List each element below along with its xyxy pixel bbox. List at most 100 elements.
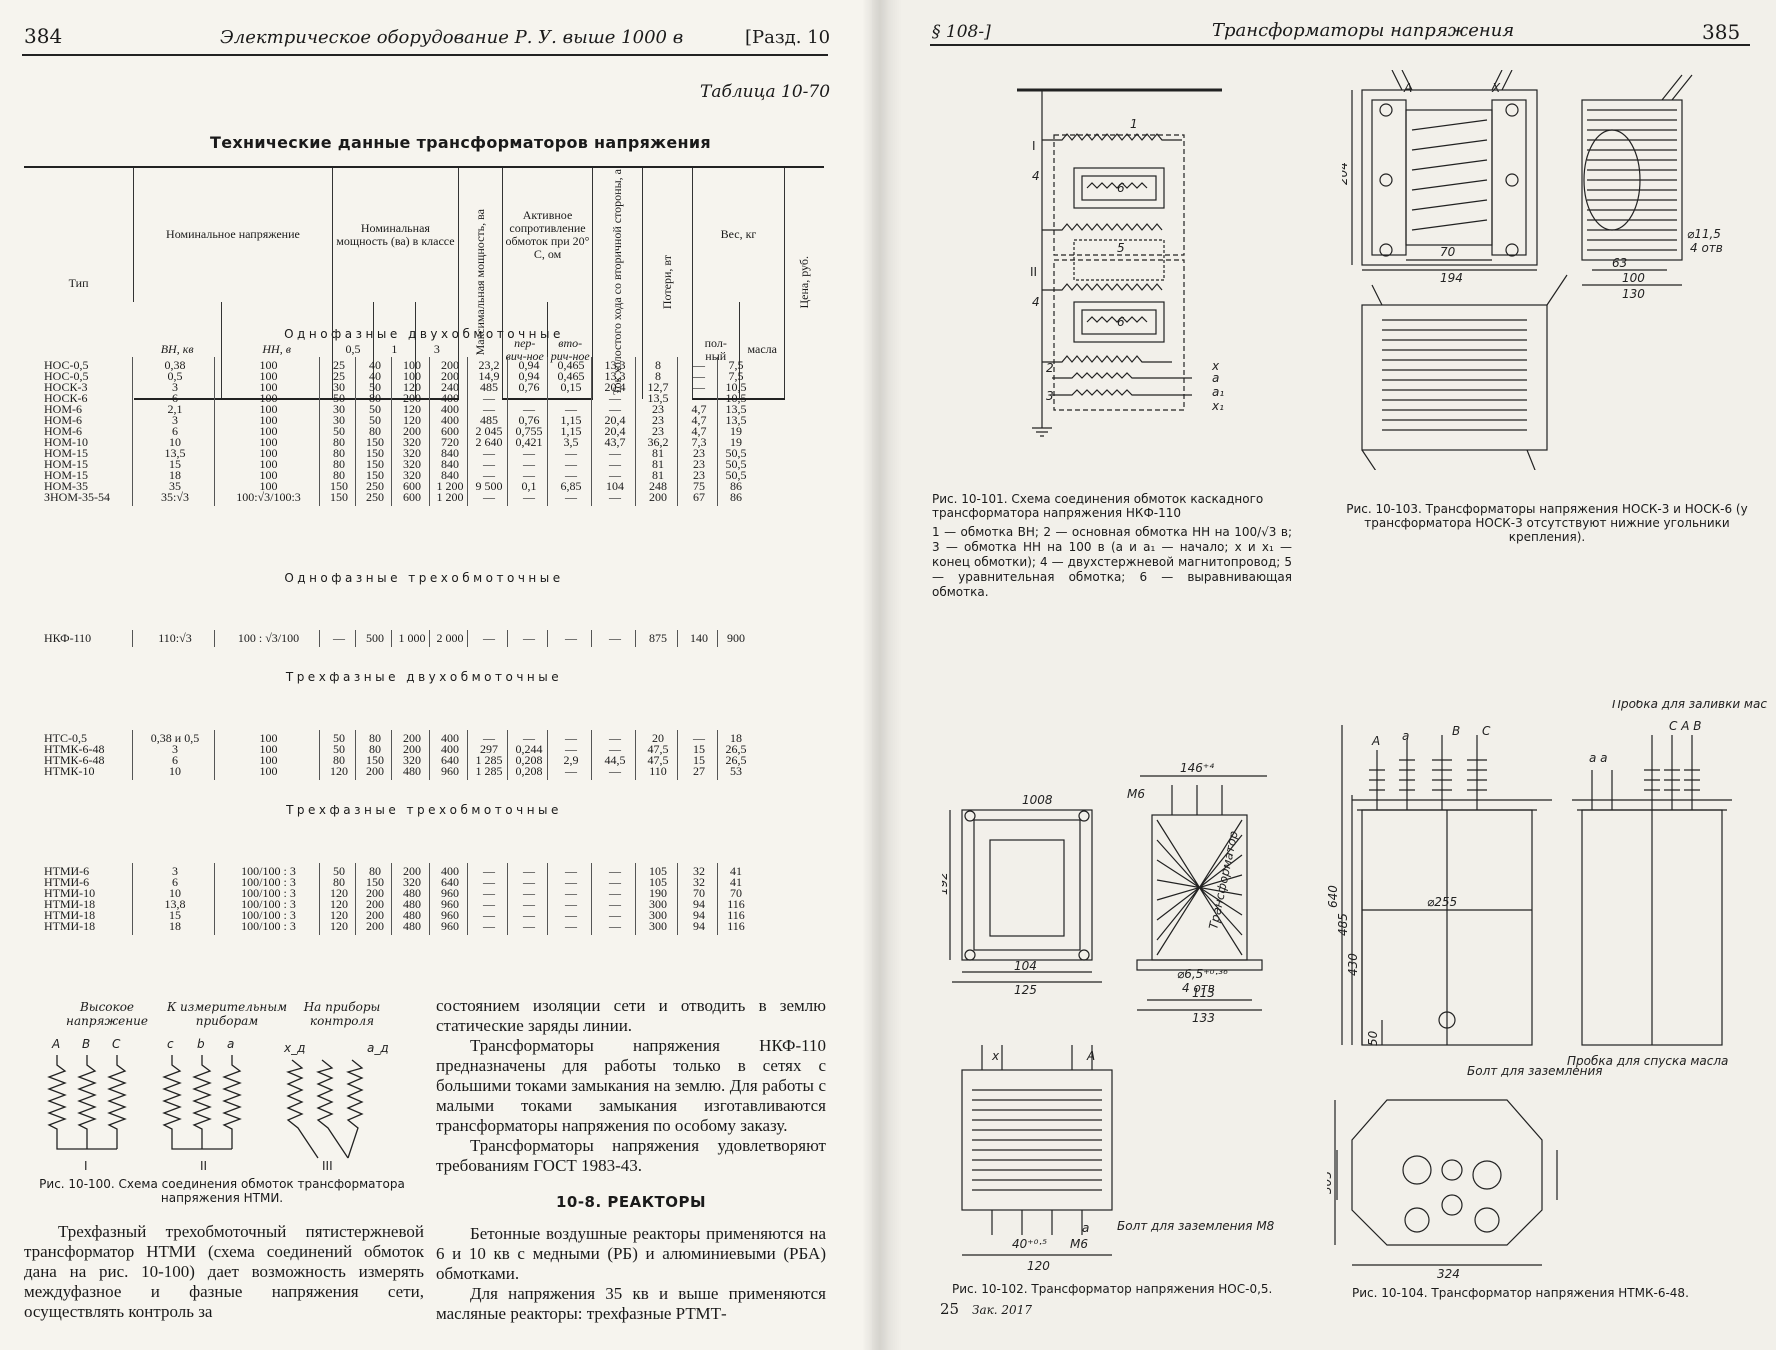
- table-cell: 9 500: [475, 479, 503, 493]
- fig104-ground-bolt: Болт для заземления: [1467, 1064, 1603, 1078]
- table-cell: 400: [441, 391, 459, 405]
- table-cell: 50: [369, 402, 381, 416]
- table-cell: —: [523, 864, 535, 878]
- table-cell: —: [523, 457, 535, 471]
- fig104-term-C: C: [1482, 724, 1491, 738]
- table-cell: 23: [652, 413, 664, 427]
- column-rule: [132, 357, 133, 506]
- column-rule: [591, 357, 592, 506]
- fig103-dim-holes: 4 отв: [1690, 241, 1723, 255]
- table-cell: 200: [403, 864, 421, 878]
- table-cell: 1 200: [436, 490, 464, 504]
- table-cell: —: [483, 391, 495, 405]
- table-cell: 320: [403, 468, 421, 482]
- table-cell: НТМИ-6: [44, 864, 90, 878]
- column-rule: [507, 863, 508, 935]
- fig100-term-A: A: [51, 1037, 60, 1051]
- table-cell: —: [609, 864, 621, 878]
- table-cell: 10: [169, 886, 181, 900]
- fig104-drain-plug: Пробка для спуска масла: [1567, 1054, 1728, 1068]
- fig100-roman-2: II: [200, 1159, 207, 1170]
- table-cell: 100:√3/100:3: [236, 490, 301, 504]
- table-cell: —: [609, 391, 621, 405]
- column-rule: [391, 730, 392, 780]
- fig102-dim-146: 146⁺⁴: [1180, 761, 1214, 775]
- column-rule: [717, 357, 718, 506]
- fig102-dim-125: 125: [1014, 983, 1037, 997]
- table-cell: 150: [330, 479, 348, 493]
- paragraph-ntmi: Трехфазный трехобмоточный пятистержневой…: [24, 1222, 424, 1321]
- column-rule: [214, 630, 215, 647]
- table-cell: 20,4: [604, 424, 626, 438]
- table-cell: ЗНОМ-35-54: [44, 490, 111, 504]
- table-cell: 26,5: [725, 753, 747, 767]
- col-full: пол-ный: [691, 301, 740, 400]
- column-rule: [717, 863, 718, 935]
- table-cell: 8: [655, 358, 661, 372]
- fig102-dim-133: 133: [1192, 1011, 1215, 1025]
- fig103-caption: Рис. 10-103. Трансформаторы напряжения Н…: [1346, 502, 1748, 544]
- table-cell: 480: [403, 886, 421, 900]
- table-cell: 30: [333, 413, 345, 427]
- table-cell: 4,7: [691, 402, 707, 416]
- table-cell: 23: [693, 446, 705, 460]
- table-cell: 400: [441, 731, 459, 745]
- table-cell: 0,5: [167, 369, 183, 383]
- table-cell: —: [609, 886, 621, 900]
- table-cell: НТМК-6-48: [44, 753, 105, 767]
- fig101-label-4b: 4: [1032, 295, 1040, 309]
- table-cell: 840: [441, 468, 459, 482]
- table-cell: 15: [169, 457, 181, 471]
- table-cell: 94: [693, 908, 705, 922]
- table-cell: —: [523, 886, 535, 900]
- column-rule: [677, 730, 678, 780]
- table-cell: —: [609, 631, 621, 645]
- table-cell: 0,76: [518, 413, 540, 427]
- section-ref-left: [Разд. 10: [745, 27, 831, 48]
- table-cell: 116: [727, 908, 745, 922]
- fig104-term-aa: a a: [1589, 751, 1608, 765]
- fig104-term-CAB: C A B: [1669, 719, 1701, 733]
- table-cell: 120: [330, 886, 348, 900]
- table-cell: НОМ-35: [44, 479, 88, 493]
- table-cell: 35: [169, 479, 181, 493]
- table-cell: 2,9: [563, 753, 579, 767]
- table-cell: 36,2: [647, 435, 669, 449]
- fig101-label-a: a: [1212, 371, 1219, 385]
- paragraph-isolation: состоянием изоляции сети и отводить в зе…: [436, 996, 826, 1035]
- column-rule: [132, 863, 133, 935]
- table-cell: —: [483, 468, 495, 482]
- column-rule: [547, 863, 548, 935]
- column-rule: [467, 630, 468, 647]
- table-cell: 1 285: [475, 764, 503, 778]
- table-cell: 15: [693, 753, 705, 767]
- table-cell: 40: [369, 358, 381, 372]
- table-cell: 200: [403, 731, 421, 745]
- table-cell: 100: [259, 479, 278, 493]
- fig102-dim-m6b: M6: [1070, 1237, 1088, 1251]
- footer-sheet-number: 25: [940, 1300, 960, 1318]
- table-cell: —: [565, 864, 577, 878]
- table-cell: 120: [330, 919, 348, 933]
- column-rule: [467, 357, 468, 506]
- table-cell: —: [565, 764, 577, 778]
- table-cell: 120: [330, 897, 348, 911]
- fig104-dim-640: 640: [1327, 885, 1340, 908]
- table-cell: 6,85: [560, 479, 582, 493]
- table-cell: —: [565, 391, 577, 405]
- table-cell: 480: [403, 764, 421, 778]
- col-p3: 3: [414, 301, 459, 400]
- table-cell: 0,15: [560, 380, 582, 394]
- table-cell: 100/100 : 3: [241, 886, 296, 900]
- table-cell: 2 640: [475, 435, 503, 449]
- table-cell: 900: [727, 631, 745, 645]
- table-cell: —: [483, 875, 495, 889]
- table-cell: 10: [169, 435, 181, 449]
- column-rule: [132, 730, 133, 780]
